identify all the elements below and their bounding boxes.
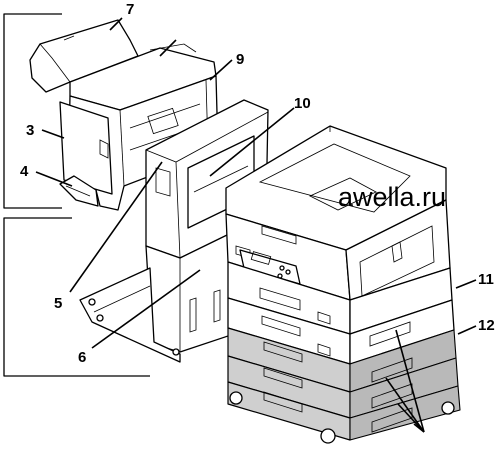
callout-11: 11 <box>478 271 494 288</box>
callout-5: 5 <box>54 295 62 312</box>
finisher-unit <box>29 19 219 211</box>
callout-7: 7 <box>126 1 134 18</box>
hcf-trays <box>227 327 461 444</box>
callout-3: 3 <box>26 122 34 139</box>
bracket-lower <box>3 217 150 377</box>
callout-9: 9 <box>236 51 244 68</box>
printer-main <box>225 125 451 301</box>
leader-lines <box>35 17 477 433</box>
watermark-text: awella.ru <box>338 182 446 212</box>
callout-12: 12 <box>478 317 495 334</box>
bracket-upper <box>3 13 62 209</box>
callout-4: 4 <box>20 163 29 180</box>
callout-6: 6 <box>78 349 86 366</box>
callout-10: 10 <box>294 95 311 112</box>
